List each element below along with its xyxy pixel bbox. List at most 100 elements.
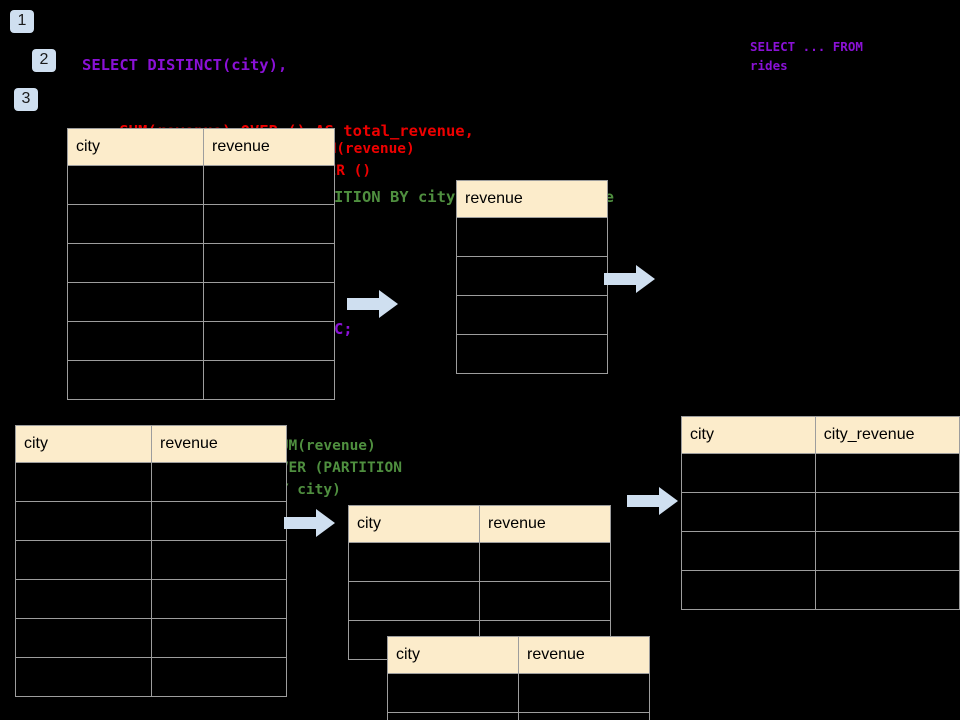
table-body [681,453,960,610]
table-row [681,531,960,571]
column-header-revenue: revenue [479,505,611,543]
table-cell [67,360,204,400]
table-row [15,540,287,580]
table-header-row: city revenue [15,425,287,463]
column-header-city: city [67,128,204,166]
step-badge-2[interactable]: 2 [32,49,56,72]
table-cell [67,165,204,205]
table-cell [67,321,204,361]
step-badge-1[interactable]: 1 [10,10,34,33]
table-body [67,165,335,400]
table-cell [203,360,335,400]
table-cell [203,165,335,205]
table-cell [151,579,287,619]
column-header-revenue: revenue [151,425,287,463]
step-badge-3-label: 3 [21,90,31,107]
table-cell [814,570,960,610]
table-cell [479,542,611,582]
table-header-row: city city_revenue [681,416,960,454]
arrow-total-to-result [604,265,655,293]
table-cell [203,204,335,244]
table-cell [456,295,608,335]
step-badge-2-label: 2 [39,51,49,68]
table-row [67,282,335,322]
table-cell [15,501,152,541]
table-row [387,712,650,720]
table-row [15,657,287,697]
table-cell [151,657,287,697]
table-row [67,360,335,400]
table-partition-front: city revenue [387,636,650,720]
sql-line-select: SELECT DISTINCT(city), [82,56,288,74]
table-row [348,542,611,582]
table-row [15,618,287,658]
table-cell [15,618,152,658]
table-cell [387,712,519,720]
table-cell [203,243,335,283]
table-cell [681,492,816,532]
table-row [456,295,608,335]
table-cell [15,657,152,697]
table-cell [814,453,960,493]
table-row [681,453,960,493]
table-cell [15,579,152,619]
table-cell [681,453,816,493]
column-header-city: city [348,505,480,543]
table-row [67,165,335,205]
table-cell [479,581,611,621]
table-header-row: city revenue [387,636,650,674]
note-sum-over-partition: SUM(revenue) OVER (PARTITION BY city) [271,438,402,498]
table-cell [203,282,335,322]
table-cell [151,618,287,658]
table-cell [348,542,480,582]
arrow-source-to-partition [284,509,335,537]
table-row [681,570,960,610]
table-row [387,673,650,713]
column-header-city: city [387,636,519,674]
table-cell [15,462,152,502]
step-badge-1-label: 1 [17,12,27,29]
table-source-top: city revenue [67,128,335,400]
table-row [456,256,608,296]
table-cell [387,673,519,713]
table-cell [151,540,287,580]
table-cell [15,540,152,580]
table-row [67,321,335,361]
column-header-revenue: revenue [203,128,335,166]
table-header-row: city revenue [348,505,611,543]
table-cell [814,492,960,532]
table-row [15,462,287,502]
table-cell [151,501,287,541]
table-header-row: revenue [456,180,608,218]
table-cell [814,531,960,571]
table-cell [456,334,608,374]
table-row [456,217,608,257]
column-header-city: city [681,416,816,454]
table-row [15,501,287,541]
table-cell [518,673,650,713]
table-row [456,334,608,374]
table-cell [456,256,608,296]
step-badge-3[interactable]: 3 [14,88,38,111]
table-row [67,243,335,283]
arrow-source-to-total [347,290,398,318]
table-cell [151,462,287,502]
table-cell [348,581,480,621]
table-cell [67,282,204,322]
table-result: city city_revenue [681,416,960,610]
table-cell [681,531,816,571]
table-cell [456,217,608,257]
table-row [15,579,287,619]
table-cell [681,570,816,610]
column-header-city: city [15,425,152,463]
table-body [456,217,608,374]
table-body [15,462,287,697]
column-header-city-revenue: city_revenue [814,416,960,454]
arrow-partition-to-result [627,487,678,515]
note-select-from-rides: SELECT ... FROM rides [750,39,863,73]
table-body [387,673,650,720]
table-cell [203,321,335,361]
table-cell [67,243,204,283]
table-cell [67,204,204,244]
